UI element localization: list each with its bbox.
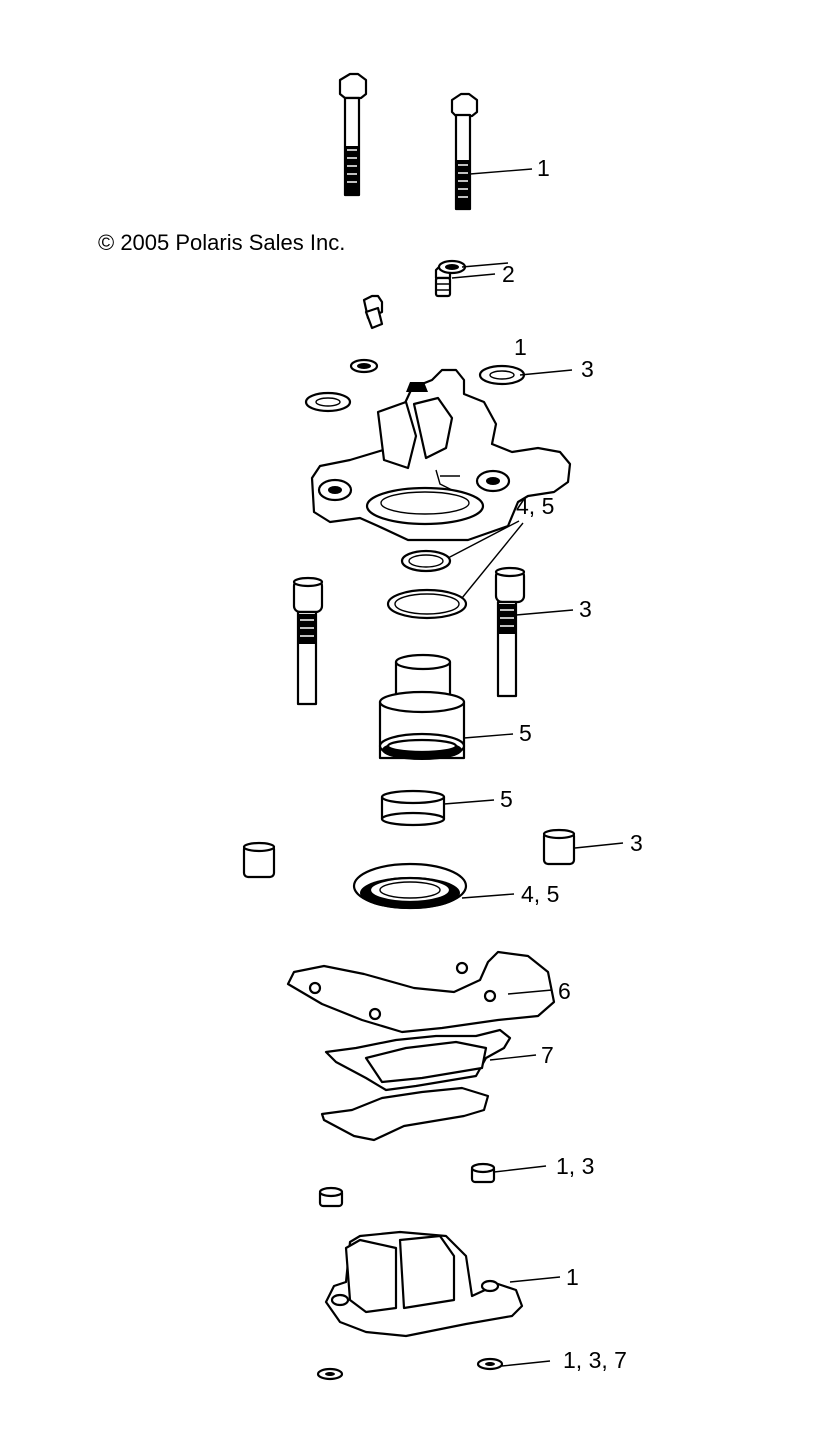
callout-label: 7 [541,1042,554,1068]
pin-bolt-right [494,566,526,698]
pin-bolt-left [292,576,324,706]
callout-label: 3 [581,356,594,382]
callout-label: 3 [630,830,643,856]
callout-label: 1, 3 [556,1153,594,1179]
seal-ring-lower [386,588,468,620]
seal-large-part [352,862,468,910]
clip-bottom-right [476,1357,504,1371]
copyright-notice: © 2005 Polaris Sales Inc. [98,230,346,255]
callout-label: 1 [566,1264,579,1290]
small-bushing-right [470,1162,496,1184]
callout-label: 3 [579,596,592,622]
brake-pad-lower [320,1086,490,1142]
brake-pad-upper [324,1028,512,1092]
callout-label: 1, 3, 7 [563,1347,627,1373]
clip-bottom-left [316,1367,344,1381]
callout-labels: 1 2 1 3 4, 5 3 5 5 3 4, 5 6 7 1, 3 1 1, … [500,155,643,1373]
callout-label: 1 [514,334,527,360]
boot-washer-right [478,364,526,386]
bleeder-valve-left [362,294,384,330]
callout-label: 2 [502,261,515,287]
mounting-bracket [286,950,556,1034]
callout-label: 4, 5 [521,881,559,907]
seal-ring-upper [400,549,452,573]
leader-lines [443,168,624,1367]
piston-small-part [380,789,446,827]
small-seal-washer [437,259,467,275]
mounting-bolt-right [450,92,479,211]
bushing-left-part [242,841,276,879]
mounting-bolt-left [338,72,368,197]
small-bushing-left [318,1186,344,1208]
caliper-upper-body [310,368,572,542]
callout-label: 5 [500,786,513,812]
callout-label: 4, 5 [516,493,554,519]
caliper-lower-body [324,1230,524,1338]
callout-label: 5 [519,720,532,746]
small-seal-washer-left [349,358,379,374]
callout-label: 1 [537,155,550,181]
callout-label: 6 [558,978,571,1004]
piston-large-part [378,653,466,760]
bushing-right-part [542,828,576,866]
boot-washer-left [304,391,352,413]
